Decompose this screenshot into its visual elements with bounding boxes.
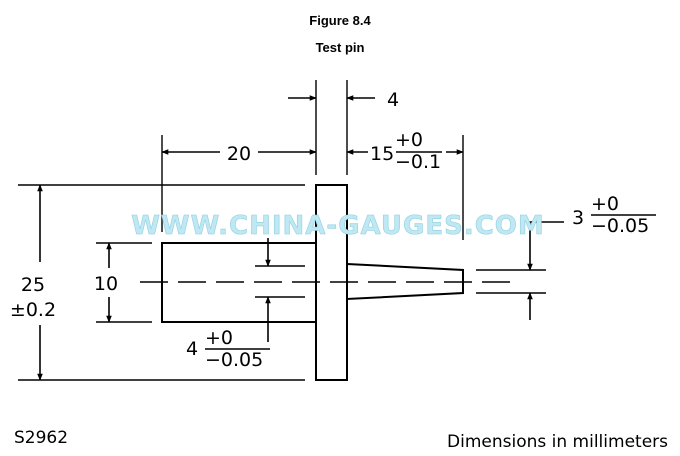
dim-tip-diameter: 3 [572, 207, 584, 229]
dim-shank-length: 20 [227, 143, 251, 165]
dim-tip-length-upper: +0 [395, 129, 423, 151]
dim-bore: 4 [186, 338, 198, 360]
figure-subtitle: Test pin [315, 40, 365, 55]
dim-bore-upper: +0 [205, 327, 233, 349]
dim-tip-diameter-upper: +0 [591, 193, 619, 215]
dim-tip-length: 15 [370, 143, 394, 165]
dim-flange-height-tol: ±0.2 [10, 299, 56, 321]
tolerance-bars [205, 151, 656, 350]
dim-shank-diameter: 10 [94, 273, 118, 295]
tip [346, 262, 464, 301]
dim-tip-length-lower: −0.1 [395, 151, 441, 173]
dimension-lines [37, 95, 564, 381]
dim-flange-thickness: 4 [387, 89, 399, 111]
figure-title: Figure 8.4 [309, 13, 371, 28]
drawing-code: S2962 [14, 428, 68, 448]
dim-tip-diameter-lower: −0.05 [591, 215, 649, 237]
dim-flange-height: 25 [21, 274, 45, 296]
watermark: WWW.CHINA-GAUGES.COM [131, 211, 545, 241]
units-note: Dimensions in millimeters [447, 432, 668, 452]
dim-bore-lower: −0.05 [205, 349, 263, 371]
